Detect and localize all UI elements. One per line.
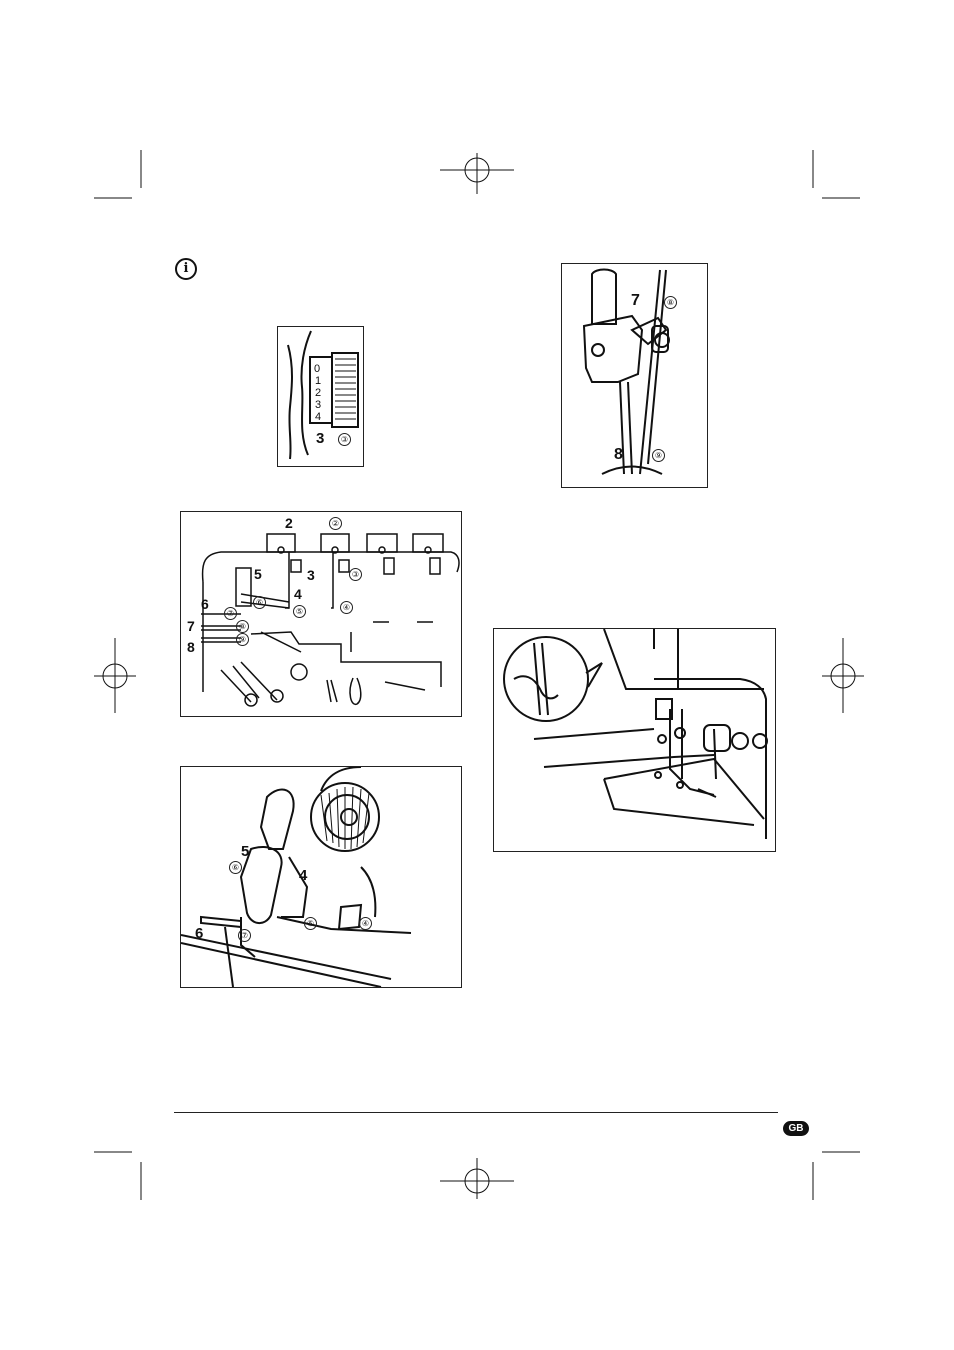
label-8: 8 xyxy=(614,448,623,462)
callout-6: ⑥ xyxy=(253,596,266,609)
footer-rule xyxy=(174,1112,778,1113)
label-2: 2 xyxy=(285,516,293,530)
label-7: 7 xyxy=(631,294,640,308)
figure-threading-diagram: 2 ② 3 ③ 4 ④ ⑤ 5 ⑥ 6 ⑦ 7 ⑧ 8 ⑨ xyxy=(180,511,462,717)
label-7: 7 xyxy=(187,619,195,633)
dial-number: 1 xyxy=(315,375,321,387)
callout-8: ⑧ xyxy=(236,620,249,633)
language-badge: GB xyxy=(783,1121,809,1136)
threading-diagram-drawing xyxy=(181,512,461,716)
needle-threading-drawing xyxy=(494,629,775,851)
callout-5: ⑤ xyxy=(304,917,317,930)
callout-9: ⑨ xyxy=(236,633,249,646)
label-8: 8 xyxy=(187,640,195,654)
label-6: 6 xyxy=(201,597,209,611)
figure-looper-closeup: 5 ⑥ 4 ⑤ ④ 6 ⑦ xyxy=(180,766,462,988)
figure-tension-dial: 0 1 2 3 4 3 ③ xyxy=(277,326,364,467)
callout-9: ⑨ xyxy=(652,449,665,462)
looper-drawing xyxy=(181,767,461,987)
dial-number: 3 xyxy=(315,399,321,411)
callout-4: ④ xyxy=(340,601,353,614)
callout-7: ⑦ xyxy=(238,929,251,942)
dial-number: 4 xyxy=(315,411,321,423)
label-5: 5 xyxy=(241,845,249,859)
label-5: 5 xyxy=(254,567,262,581)
callout-7: ⑦ xyxy=(224,607,237,620)
label-4: 4 xyxy=(299,869,307,883)
dial-number: 2 xyxy=(315,387,321,399)
callout-circle: ③ xyxy=(338,433,351,446)
figure-needle-threading xyxy=(493,628,776,852)
figure-needle-clamp: 7 ⑧ 8 ⑨ xyxy=(561,263,708,488)
callout-5: ⑤ xyxy=(293,605,306,618)
label-3: 3 xyxy=(307,568,315,582)
callout-2: ② xyxy=(329,517,342,530)
callout-8: ⑧ xyxy=(664,296,677,309)
callout-number: 3 xyxy=(316,432,324,446)
callout-6: ⑥ xyxy=(229,861,242,874)
callout-4: ④ xyxy=(359,917,372,930)
label-6: 6 xyxy=(195,927,203,941)
label-4: 4 xyxy=(294,587,302,601)
info-icon: i xyxy=(175,258,197,280)
dial-number: 0 xyxy=(314,363,320,375)
callout-3: ③ xyxy=(349,568,362,581)
